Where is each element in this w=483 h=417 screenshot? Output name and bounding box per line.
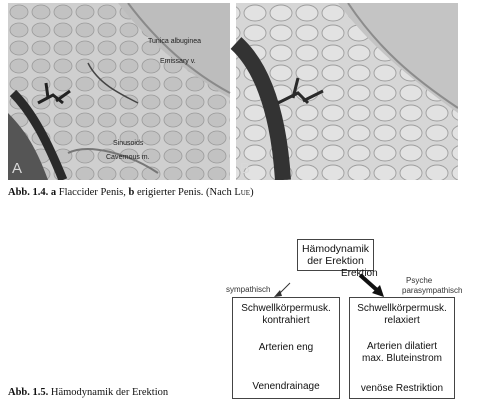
- penis-cross-section-illustration: A Tunica albuginea Emissary v. Sinusoids…: [8, 3, 458, 180]
- label-parasympathisch: parasympathisch: [402, 286, 463, 295]
- left-box-line-3: Arterien eng: [258, 342, 314, 353]
- annotation-tunica: Tunica albuginea: [148, 38, 201, 45]
- right-box-line-1: Schwellkörpermusk.: [357, 303, 447, 314]
- top-box: Hämodynamik der Erektion: [297, 239, 374, 271]
- right-box-line-3: Arterien dilatiert: [366, 341, 438, 352]
- left-box-line-2: kontrahiert: [262, 315, 310, 326]
- right-box-line-2: relaxiert: [384, 315, 420, 326]
- left-box-line-1: Schwellkörpermusk.: [241, 303, 331, 314]
- right-box: Schwellkörpermusk. relaxiert Arterien di…: [349, 297, 455, 399]
- annotation-sinusoids: Sinusoids: [113, 140, 144, 147]
- hemodynamics-diagram: Hämodynamik der Erektion Erektion sympat…: [210, 235, 475, 415]
- figure-1-4-caption: Abb. 1.4. a Flaccider Penis, b erigierte…: [8, 187, 254, 198]
- annotation-emissary: Emissary v.: [160, 58, 196, 65]
- panel-b: B: [230, 3, 458, 180]
- label-erektion: Erektion: [341, 268, 378, 279]
- figure-1-5-caption: Abb. 1.5. Hämodynamik der Erektion: [8, 387, 169, 398]
- right-box-line-5: venöse Restriktion: [360, 383, 444, 394]
- left-box-line-4: Venendrainage: [252, 381, 320, 392]
- panel-a: A Tunica albuginea Emissary v. Sinusoids…: [8, 3, 231, 180]
- label-sympathisch: sympathisch: [226, 285, 271, 294]
- label-psyche: Psyche: [406, 276, 433, 285]
- right-box-line-4: max. Bluteinstrom: [361, 353, 443, 364]
- annotation-cavernous: Cavernous m.: [106, 154, 150, 161]
- panel-a-label: A: [12, 160, 22, 177]
- panel-b-label: B: [240, 160, 250, 177]
- left-box: Schwellkörpermusk. kontrahiert Arterien …: [232, 297, 340, 399]
